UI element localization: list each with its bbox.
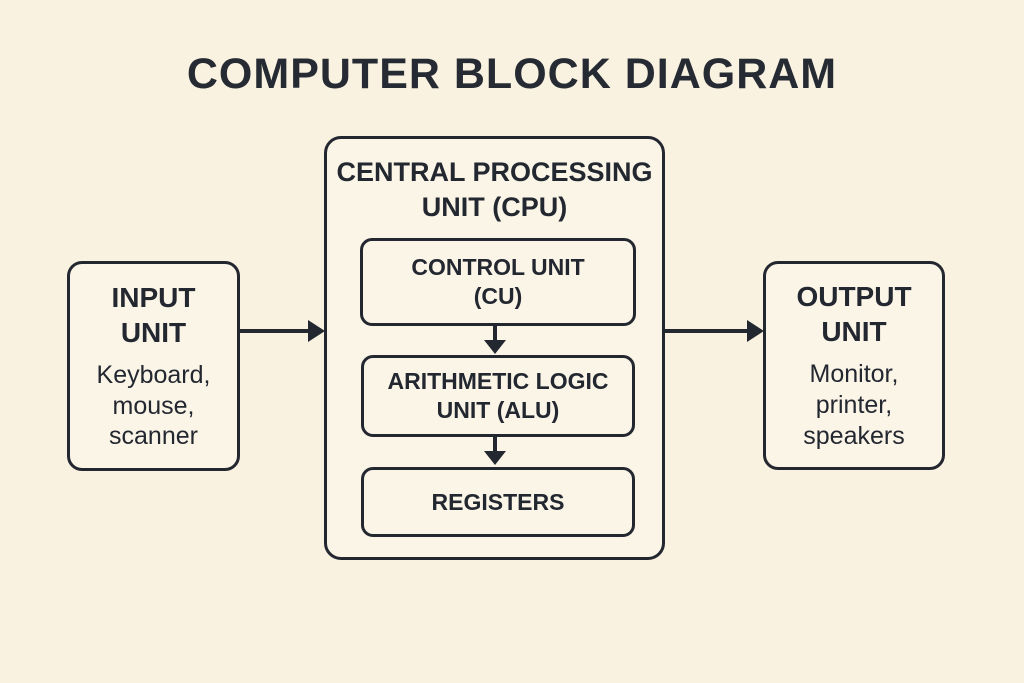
input-unit-box: INPUT UNIT Keyboard, mouse, scanner <box>67 261 240 471</box>
arrow-input-to-cpu <box>240 320 325 342</box>
output-unit-box: OUTPUT UNIT Monitor, printer, speakers <box>763 261 945 470</box>
alu-box: ARITHMETIC LOGIC UNIT (ALU) <box>361 355 635 437</box>
output-unit-devices: Monitor, printer, speakers <box>803 360 905 450</box>
arrow-shaft <box>492 323 498 340</box>
diagram-title: COMPUTER BLOCK DIAGRAM <box>186 50 838 98</box>
arrow-shaft <box>240 328 308 334</box>
registers-label: REGISTERS <box>431 488 565 515</box>
control-unit-box: CONTROL UNIT (CU) <box>360 238 636 326</box>
arrow-alu-to-registers <box>482 434 508 465</box>
arrow-cpu-to-output <box>665 320 764 342</box>
arrow-shaft <box>492 434 498 451</box>
output-unit-title: OUTPUT UNIT <box>796 281 912 348</box>
alu-label: ARITHMETIC LOGIC UNIT (ALU) <box>387 368 609 423</box>
arrow-head-right-icon <box>747 320 764 342</box>
input-unit-title: INPUT UNIT <box>111 281 196 348</box>
arrow-cu-to-alu <box>482 323 508 354</box>
cpu-title: CENTRAL PROCESSING UNIT (CPU) <box>336 157 653 222</box>
arrow-shaft <box>665 328 747 334</box>
arrow-head-right-icon <box>308 320 325 342</box>
arrow-head-down-icon <box>484 451 506 465</box>
cpu-box: CENTRAL PROCESSING UNIT (CPU) CONTROL UN… <box>324 136 665 560</box>
input-unit-devices: Keyboard, mouse, scanner <box>96 360 211 451</box>
registers-box: REGISTERS <box>361 467 635 537</box>
arrow-head-down-icon <box>484 340 506 354</box>
control-unit-label: CONTROL UNIT (CU) <box>411 254 585 309</box>
